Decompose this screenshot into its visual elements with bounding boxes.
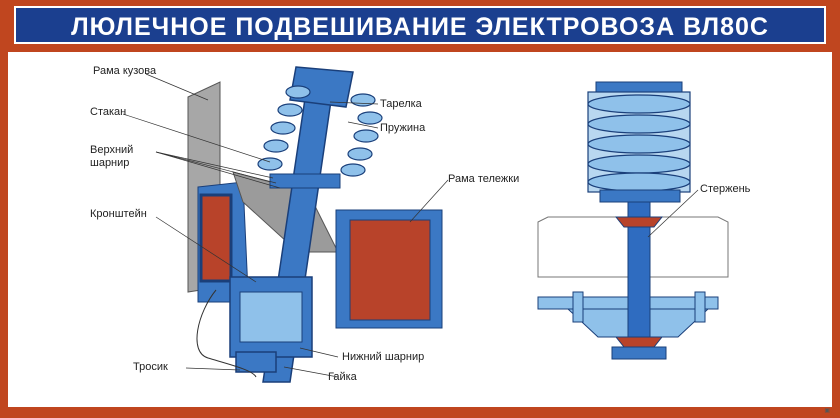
spring-coils xyxy=(257,85,383,177)
suspension-diagram xyxy=(122,66,729,383)
label-cup: Стакан xyxy=(90,106,127,118)
right-nut xyxy=(611,346,667,360)
title-bar: ЛЮЛЕЧНОЕ ПОДВЕШИВАНИЕ ЭЛЕКТРОВОЗА ВЛ80С xyxy=(0,0,840,50)
label-spring: Пружина xyxy=(380,122,426,134)
cable xyxy=(196,289,257,378)
label-lower-joint: Нижний шарнир xyxy=(342,351,425,363)
right-lower-washer xyxy=(614,336,664,348)
truck-frame-outline xyxy=(537,216,729,278)
diagram-panel: Рама кузова Стакан Верхний шарнир Кроншт… xyxy=(8,52,832,407)
right-bolt-right xyxy=(694,291,706,323)
upper-joint xyxy=(269,173,341,189)
label-bracket: Кронштейн xyxy=(90,208,147,220)
label-cable: Тросик xyxy=(133,361,168,373)
label-truck-frame: Рама тележки xyxy=(448,173,520,185)
page-title: ЛЮЛЕЧНОЕ ПОДВЕШИВАНИЕ ЭЛЕКТРОВОЗА ВЛ80С xyxy=(14,6,826,44)
right-upper-washer xyxy=(614,216,664,228)
bracket-rust-block xyxy=(199,193,233,283)
publisher-logo: ▣ xyxy=(824,408,830,414)
right-spring xyxy=(587,91,691,193)
label-joint: шарнир xyxy=(90,157,130,169)
lower-housing-inner xyxy=(239,291,303,343)
label-plate: Тарелка xyxy=(380,98,422,110)
label-rod: Стержень xyxy=(700,183,751,195)
leader-rod xyxy=(647,189,699,238)
right-bolt-left xyxy=(572,291,584,323)
label-body-frame: Рама кузова xyxy=(93,65,157,77)
left-assembly xyxy=(122,66,449,383)
label-nut: Гайка xyxy=(328,371,357,383)
nut xyxy=(235,351,277,373)
truck-frame-rust xyxy=(349,219,431,321)
right-spring-seat xyxy=(599,189,681,203)
leader-lines-left xyxy=(122,73,449,378)
label-upper: Верхний xyxy=(90,144,134,156)
right-assembly xyxy=(537,81,729,360)
right-top-cap xyxy=(595,81,683,93)
